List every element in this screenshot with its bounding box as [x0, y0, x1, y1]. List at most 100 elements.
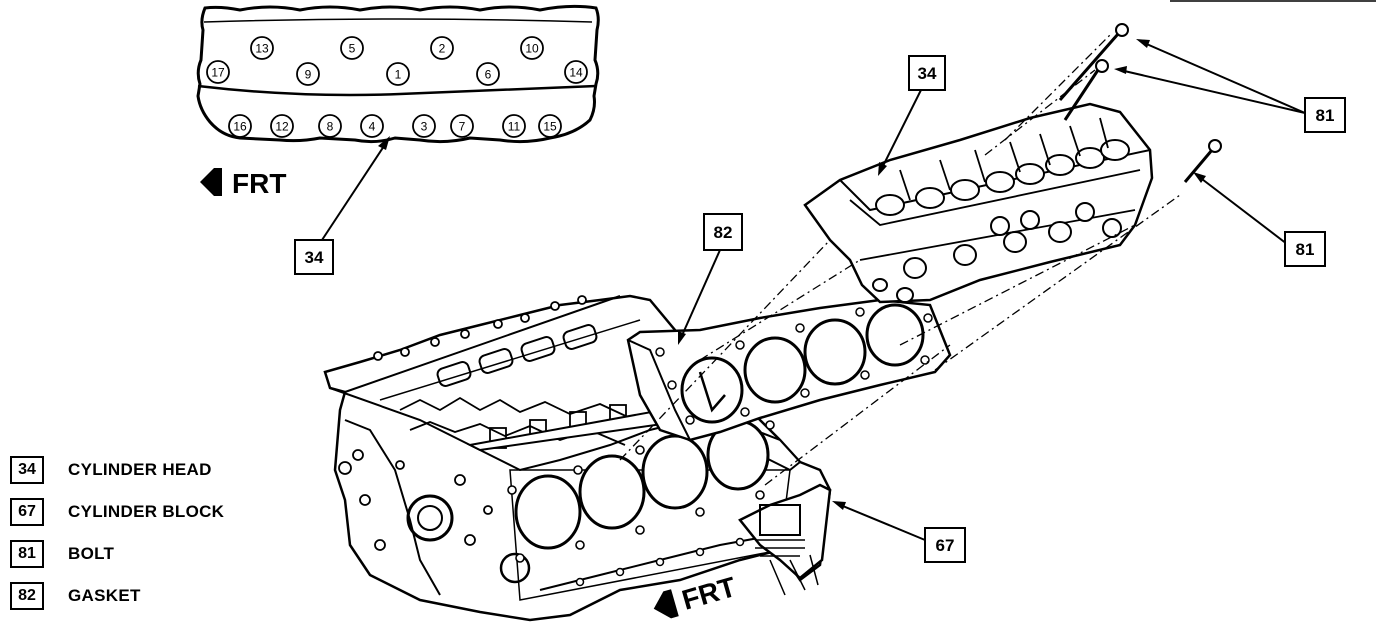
legend-code: 67: [10, 498, 44, 526]
rear-main-lines: [755, 539, 805, 557]
bolt-circle: [450, 114, 474, 138]
leader-arrowhead-icon: [378, 136, 390, 150]
front-label-top: FRT: [232, 168, 286, 199]
head-valve-springs: [875, 139, 1130, 216]
leader-arrowhead-icon: [1193, 172, 1206, 183]
bolt-sequence-number: 7: [459, 120, 466, 134]
block-front-face: [344, 419, 441, 596]
callout-number: 81: [1296, 240, 1315, 259]
bolt-sequence-number: 4: [369, 120, 376, 134]
bolt-circle: [318, 114, 342, 138]
legend-code: 82: [10, 582, 44, 610]
leader-line: [321, 139, 389, 241]
legend-code: 34: [10, 456, 44, 484]
front-face-holes: [338, 449, 493, 551]
head-exhaust-ports: [872, 202, 1122, 303]
callout-82-gasket: 82: [678, 213, 743, 345]
head-bolt-upper-2: [1063, 59, 1109, 121]
block-top-studs: [373, 295, 587, 361]
bolt-circle: [270, 114, 294, 138]
rear-legs: [769, 554, 819, 596]
bolt-circle: [228, 114, 252, 138]
head-bolt-upper-1: [1058, 23, 1129, 101]
bolt-circle: [430, 36, 454, 60]
leader-arrowhead-icon: [878, 162, 887, 176]
leader-arrowhead-icon: [832, 501, 846, 510]
gasket-bore-holes: [680, 303, 925, 424]
legend-label: BOLT: [68, 544, 115, 563]
callout-34-head: 34: [878, 55, 946, 176]
leader-arrowhead-icon: [678, 331, 686, 345]
callout-box: [1304, 97, 1346, 133]
bolt-circle: [538, 114, 562, 138]
legend-label: CYLINDER BLOCK: [68, 502, 225, 521]
block-intake-ports: [436, 324, 598, 387]
bolt-circle: [564, 60, 588, 84]
gasket-marking: [698, 371, 726, 413]
bolt-circle: [386, 62, 410, 86]
block-deck-line: [329, 387, 691, 472]
callout-67-block: 67: [832, 501, 966, 563]
bolt-sequence-number: 12: [275, 120, 289, 134]
bolt-sequence-number: 17: [211, 66, 225, 80]
bolt-sequence-number: 14: [569, 66, 583, 80]
bolt-circle: [502, 114, 526, 138]
sequence-head-rail-inner: [203, 18, 593, 23]
callout-number: 82: [714, 223, 733, 242]
bolt-sequence-number: 2: [439, 42, 446, 56]
gasket-bolt-holes: [655, 307, 933, 425]
legend-row: 82 GASKET: [10, 582, 310, 610]
callout-number: 34: [305, 248, 324, 267]
leader-arrowhead-icon: [1114, 66, 1127, 74]
bolt-circle: [476, 62, 500, 86]
bolt-circle: [340, 36, 364, 60]
leader-line: [1119, 69, 1306, 114]
callout-34-sequence: 34: [294, 136, 390, 275]
rear-main-cap: [759, 504, 801, 536]
leader-line: [1141, 41, 1306, 114]
callout-number: 81: [1316, 106, 1335, 125]
front-arrow-top-icon: [200, 168, 222, 196]
legend-row: 34 CYLINDER HEAD: [10, 456, 310, 484]
alignment-lines: [619, 34, 1181, 486]
leader-line: [1197, 175, 1288, 245]
callout-81-upper: 81: [1114, 39, 1346, 133]
cam-bore-inner: [417, 505, 443, 531]
head-outline: [803, 102, 1154, 304]
leader-line: [837, 503, 926, 541]
bolt-sequence-number: 16: [233, 120, 247, 134]
bolt-sequence-number: 8: [327, 120, 334, 134]
callout-box: [1284, 231, 1326, 267]
bolt-sequence-number: 11: [508, 120, 521, 134]
legend-row: 67 CYLINDER BLOCK: [10, 498, 310, 526]
legend-label: GASKET: [68, 586, 141, 605]
cam-bore: [406, 494, 454, 542]
bolt-sequence-number: 15: [543, 120, 557, 134]
callout-81-lower: 81: [1193, 172, 1326, 267]
bolt-circle: [360, 114, 384, 138]
bolt-circle: [296, 62, 320, 86]
leader-arrowhead-icon: [1136, 39, 1150, 48]
leader-line: [879, 87, 923, 173]
legend-code: 81: [10, 540, 44, 568]
bolt-sequence-number: 5: [349, 42, 356, 56]
bolt-sequence-number: 1: [395, 68, 402, 82]
crank-bore: [499, 552, 531, 584]
callout-number: 67: [936, 536, 955, 555]
bolt-sequence-number: 6: [485, 68, 492, 82]
callout-number: 34: [918, 64, 937, 83]
gasket-front-tab: [627, 339, 691, 441]
legend-row: 81 BOLT: [10, 540, 310, 568]
head-bolt-lower: [1183, 139, 1222, 183]
bolt-sequence-number: 9: [305, 68, 312, 82]
block-deck-line: [344, 295, 621, 393]
bolt-circle: [412, 114, 436, 138]
bolt-sequence-number: 10: [525, 42, 539, 56]
head-rocker-studs: [899, 117, 1109, 201]
callout-box: [703, 213, 743, 251]
bolt-circle: [206, 60, 230, 84]
callout-box: [924, 527, 966, 563]
block-rear-flange: [738, 483, 832, 580]
block-cylinder-bores: [514, 419, 770, 550]
bolt-circle: [520, 36, 544, 60]
